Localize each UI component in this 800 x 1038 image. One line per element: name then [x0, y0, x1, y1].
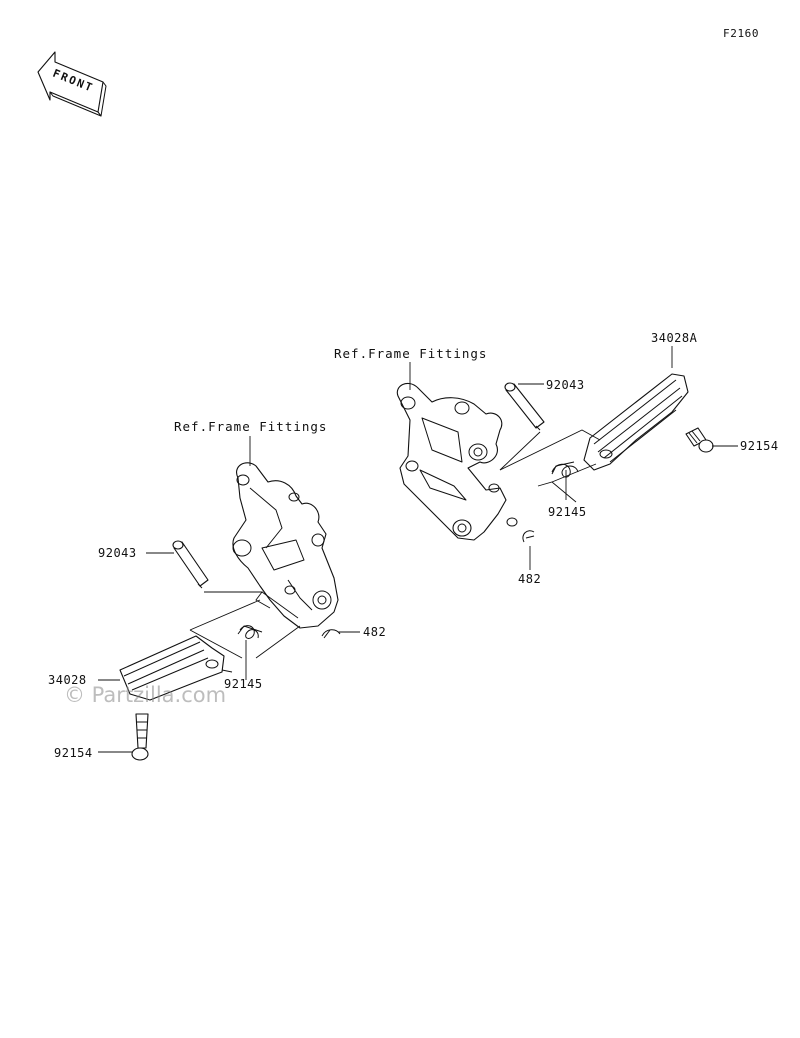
- ref-frame-fittings-right: Ref.Frame Fittings: [334, 346, 487, 361]
- left-bracket: [232, 462, 339, 629]
- right-spring: [551, 461, 579, 478]
- watermark-text: © Partzilla.com: [64, 683, 226, 707]
- callout-right-footpeg: 34028A: [651, 331, 698, 345]
- right-clip: [506, 517, 535, 543]
- left-clip: [321, 629, 341, 639]
- callout-right-spring: 92145: [548, 505, 587, 519]
- callout-right-bolt: 92154: [740, 439, 779, 453]
- right-footpeg: [583, 373, 689, 471]
- callout-left-pin: 92043: [98, 546, 137, 560]
- ref-frame-fittings-left: Ref.Frame Fittings: [174, 419, 327, 434]
- callout-right-pin: 92043: [546, 378, 585, 392]
- callout-left-spring: 92145: [224, 677, 263, 691]
- callout-left-clip: 482: [363, 625, 386, 639]
- callout-left-footpeg: 34028: [48, 673, 87, 687]
- callout-left-bolt: 92154: [54, 746, 93, 760]
- right-bolt: [685, 427, 714, 453]
- right-pivot-pin: [504, 382, 545, 431]
- left-leader-lines: [98, 436, 360, 753]
- left-pivot-pin: [172, 540, 209, 589]
- front-arrow-icon: FRONT: [37, 51, 107, 117]
- left-footpeg: [119, 635, 225, 701]
- figure-code: F2160: [723, 27, 759, 40]
- callout-right-clip: 482: [518, 572, 541, 586]
- right-bracket: [396, 382, 507, 541]
- right-leader-lines: [409, 346, 738, 570]
- left-bolt: [131, 713, 149, 761]
- left-spring: [237, 625, 263, 639]
